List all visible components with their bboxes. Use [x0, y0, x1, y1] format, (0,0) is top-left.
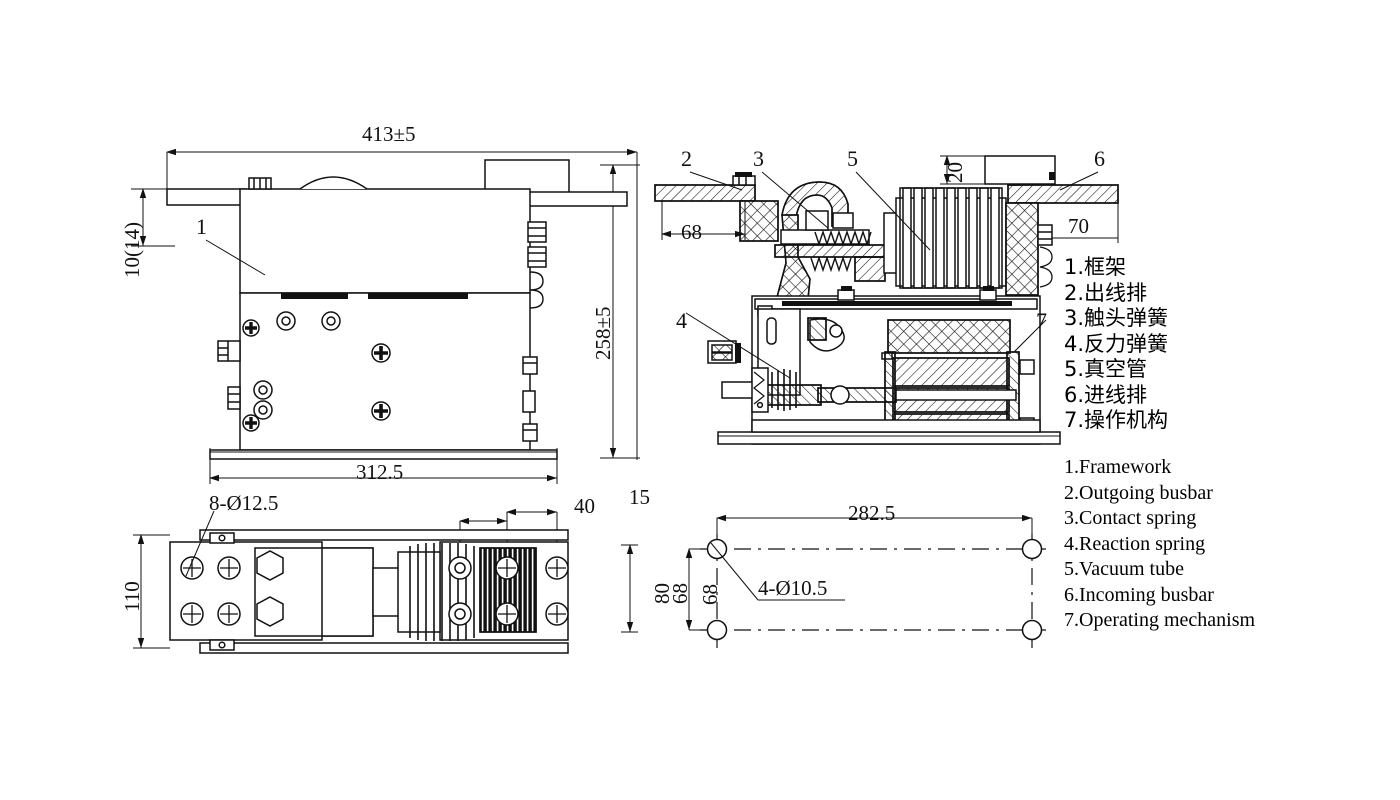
dim-label-282: 282.5 [848, 501, 896, 525]
dim-label-68-section: 68 [681, 220, 702, 244]
dim-label-70: 70 [1068, 214, 1089, 238]
legend-item-cn-6: 6.进线排 [1064, 382, 1148, 407]
callout-7: 7 [1036, 308, 1047, 333]
centerlines [700, 534, 1046, 648]
vacuum-tube-ribs [902, 187, 1000, 289]
dim-label-258: 258±5 [591, 306, 615, 360]
callout-3: 3 [753, 146, 764, 171]
legend-item-cn-3: 3.触头弹簧 [1064, 306, 1169, 330]
callout-1: 1 [196, 214, 207, 239]
dim-label-10-14: 10(14) [120, 222, 144, 278]
callout-5: 5 [847, 146, 858, 171]
legend-item-en-7: 7.Operating mechanism [1064, 609, 1256, 631]
dim-label-8-holes: 8-Ø12.5 [209, 491, 279, 515]
dim-413 [166, 148, 638, 460]
plan-view [133, 508, 638, 654]
mounting-holes [706, 538, 1043, 641]
callout-4: 4 [676, 308, 687, 333]
plan-holes [180, 550, 569, 627]
contact-spring-coil [810, 229, 872, 273]
legend-item-en-4: 4.Reaction spring [1064, 532, 1206, 555]
reaction-spring [771, 369, 797, 411]
dim-258 [600, 164, 640, 459]
dim-label-110: 110 [120, 581, 144, 612]
callout-2: 2 [681, 146, 692, 171]
dim-label-413: 413±5 [362, 122, 416, 146]
dim-70 [1052, 200, 1119, 243]
dim-label-312: 312.5 [356, 460, 404, 484]
dim-80 [621, 544, 638, 633]
legend-item-en-6: 6.Incoming busbar [1064, 583, 1214, 606]
hole-pattern-view [685, 514, 1046, 648]
cross-section-view [654, 155, 1119, 445]
dim-110 [133, 534, 170, 649]
legend-item-cn-7: 7.操作机构 [1064, 408, 1169, 432]
dim-label-15: 15 [629, 485, 650, 509]
legend-item-cn-4: 4.反力弹簧 [1064, 331, 1169, 356]
legend-item-en-1: 1.Framework [1064, 456, 1172, 478]
callout-6: 6 [1094, 146, 1105, 171]
legend-item-cn-2: 2.出线排 [1064, 280, 1148, 305]
legend-item-cn-5: 5.真空管 [1064, 357, 1148, 381]
legend-english: 1.Framework 2.Outgoing busbar 3.Contact sp… [1064, 455, 1255, 634]
dim-68-section [661, 201, 746, 240]
dim-20 [940, 155, 985, 185]
dim-label-4-holes: 4-Ø10.5 [758, 576, 828, 600]
fastener-group [242, 311, 391, 432]
legend-item-en-3: 3.Contact spring [1064, 507, 1197, 529]
dim-label-40: 40 [574, 494, 595, 518]
legend-item-en-5: 5.Vacuum tube [1064, 558, 1184, 580]
dim-label-68-plan: 68 [668, 583, 692, 604]
legend-item-en-2: 2.Outgoing busbar [1064, 481, 1213, 504]
side-elevation-view [131, 148, 640, 484]
bellows [409, 543, 475, 641]
dim-label-20: 20 [943, 162, 967, 183]
dim-label-68-pattern: 68 [698, 584, 722, 605]
legend-item-cn-1: 1.框架 [1064, 255, 1127, 279]
